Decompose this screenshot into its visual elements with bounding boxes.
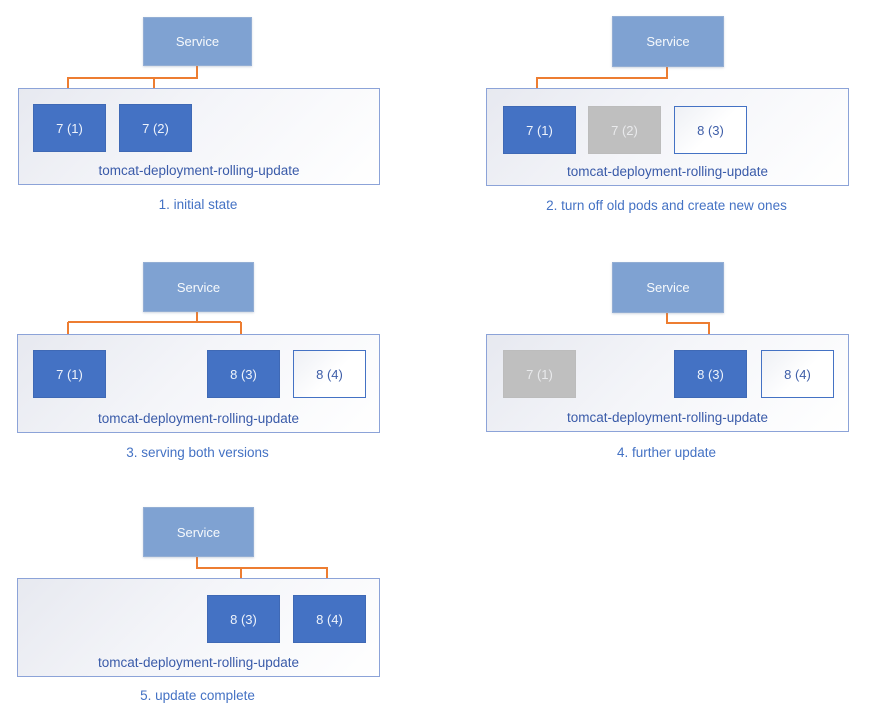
pod-label: 7 (2) <box>142 120 169 136</box>
deployment-box: 7 (1) 7 (2) tomcat-deployment-rolling-up… <box>18 88 380 185</box>
panel-initial-state: Service 7 (1) 7 (2) tomcat-deployment-ro… <box>0 0 435 230</box>
pod-8-4: 8 (4) <box>293 350 366 398</box>
deployment-name-label: tomcat-deployment-rolling-update <box>97 655 300 670</box>
panel-caption: 4. further update <box>616 445 717 460</box>
pod-8-3: 8 (3) <box>207 595 280 643</box>
pod-label: 8 (3) <box>697 122 724 138</box>
pod-label: 8 (4) <box>316 611 343 627</box>
pod-8-4: 8 (4) <box>761 350 834 398</box>
pod-7-2: 7 (2) <box>119 104 192 152</box>
pod-7-1: 7 (1) <box>503 106 576 154</box>
pod-8-3: 8 (3) <box>674 106 747 154</box>
pod-label: 8 (4) <box>784 366 811 382</box>
deployment-name-label: tomcat-deployment-rolling-update <box>98 163 300 178</box>
pod-label: 7 (1) <box>56 120 83 136</box>
service-label: Service <box>646 34 690 49</box>
service-box: Service <box>143 507 254 557</box>
pod-label: 8 (3) <box>697 366 724 382</box>
pod-label: 7 (1) <box>526 122 553 138</box>
pod-7-1: 7 (1) <box>33 350 106 398</box>
service-box: Service <box>143 17 252 66</box>
pod-7-1: 7 (1) <box>503 350 576 398</box>
pod-label: 7 (1) <box>56 366 83 382</box>
service-label: Service <box>176 524 221 540</box>
pod-label: 8 (4) <box>316 366 343 382</box>
service-box: Service <box>612 16 724 67</box>
panel-turn-off-old-pods: Service 7 (1) 7 (2) 8 (3) tomcat-deploym… <box>435 0 870 230</box>
deployment-box: 8 (3) 8 (4) tomcat-deployment-rolling-up… <box>17 578 380 677</box>
pod-7-1: 7 (1) <box>33 104 106 152</box>
service-label: Service <box>176 279 221 295</box>
pod-label: 8 (3) <box>230 366 257 382</box>
pod-8-3: 8 (3) <box>207 350 280 398</box>
deployment-name-label: tomcat-deployment-rolling-update <box>97 411 300 426</box>
deployment-box: 7 (1) 8 (3) 8 (4) tomcat-deployment-roll… <box>17 334 380 433</box>
pod-label: 7 (2) <box>611 122 638 138</box>
deployment-name-label: tomcat-deployment-rolling-update <box>566 410 769 425</box>
pod-7-2: 7 (2) <box>588 106 661 154</box>
service-label: Service <box>646 280 690 295</box>
pod-8-3: 8 (3) <box>674 350 747 398</box>
panel-serving-both-versions: Service 7 (1) 8 (3) 8 (4) tomcat-deploym… <box>0 240 435 480</box>
pod-label: 8 (3) <box>230 611 257 627</box>
deployment-name-label: tomcat-deployment-rolling-update <box>566 164 769 179</box>
panel-caption: 5. update complete <box>140 688 255 703</box>
panel-caption: 2. turn off old pods and create new ones <box>546 198 787 213</box>
service-box: Service <box>612 262 724 313</box>
service-label: Service <box>175 34 220 49</box>
panel-caption: 1. initial state <box>158 197 238 212</box>
pod-8-4: 8 (4) <box>293 595 366 643</box>
panel-update-complete: Service 8 (3) 8 (4) tomcat-deployment-ro… <box>0 480 435 718</box>
pod-label: 7 (1) <box>526 366 553 382</box>
deployment-box: 7 (1) 8 (3) 8 (4) tomcat-deployment-roll… <box>486 334 849 432</box>
service-box: Service <box>143 262 254 312</box>
panel-further-update: Service 7 (1) 8 (3) 8 (4) tomcat-deploym… <box>435 240 870 480</box>
panel-caption: 3. serving both versions <box>126 445 269 460</box>
deployment-box: 7 (1) 7 (2) 8 (3) tomcat-deployment-roll… <box>486 88 849 186</box>
